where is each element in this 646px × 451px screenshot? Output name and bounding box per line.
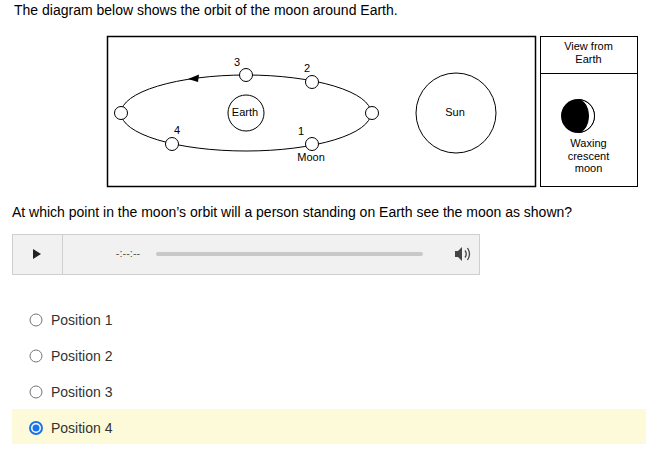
- audio-time: -:--:--: [116, 247, 140, 260]
- option-label: Position 1: [51, 312, 112, 329]
- diagram-frame: [108, 37, 536, 187]
- moon-positions: [115, 69, 379, 151]
- audio-player: [13, 235, 480, 275]
- node-label: Sun: [445, 106, 465, 119]
- option-label: Position 4: [51, 420, 112, 437]
- panel-divider: [541, 73, 637, 74]
- progress-slider: [158, 252, 421, 256]
- moon-crescent: [578, 100, 595, 133]
- panel-header: View from Earth: [555, 40, 622, 65]
- question-text: At which point in the moon’s orbit will …: [12, 204, 572, 221]
- sun-circle: Sun: [415, 72, 497, 154]
- selected-highlight: [12, 409, 646, 444]
- moon-icon: [561, 99, 595, 133]
- title-text: The diagram below shows the orbit of the…: [14, 2, 398, 18]
- radio-buttons: [30, 314, 42, 398]
- callout-number: 2: [304, 62, 310, 75]
- node-label: Earth: [232, 106, 258, 119]
- option-label: Position 2: [51, 348, 112, 365]
- orbit-arrow: [188, 75, 199, 83]
- volume-icon: [455, 247, 470, 261]
- play-icon: [33, 249, 41, 259]
- player-divider: [62, 235, 63, 274]
- radio-dot: [33, 425, 40, 432]
- orbit-path: [121, 75, 371, 151]
- view-panel: View from EarthWaxing crescent moon: [540, 36, 638, 187]
- callout-number: 4: [174, 124, 180, 137]
- option-label: Position 3: [51, 384, 112, 401]
- panel-caption: Waxing crescent moon: [555, 137, 622, 175]
- radio-selected: [30, 422, 42, 434]
- moon-label: Moon: [297, 151, 325, 164]
- callout-number: 1: [298, 125, 304, 138]
- callout-number: 3: [234, 56, 240, 69]
- earth-circle: Earth: [227, 94, 265, 132]
